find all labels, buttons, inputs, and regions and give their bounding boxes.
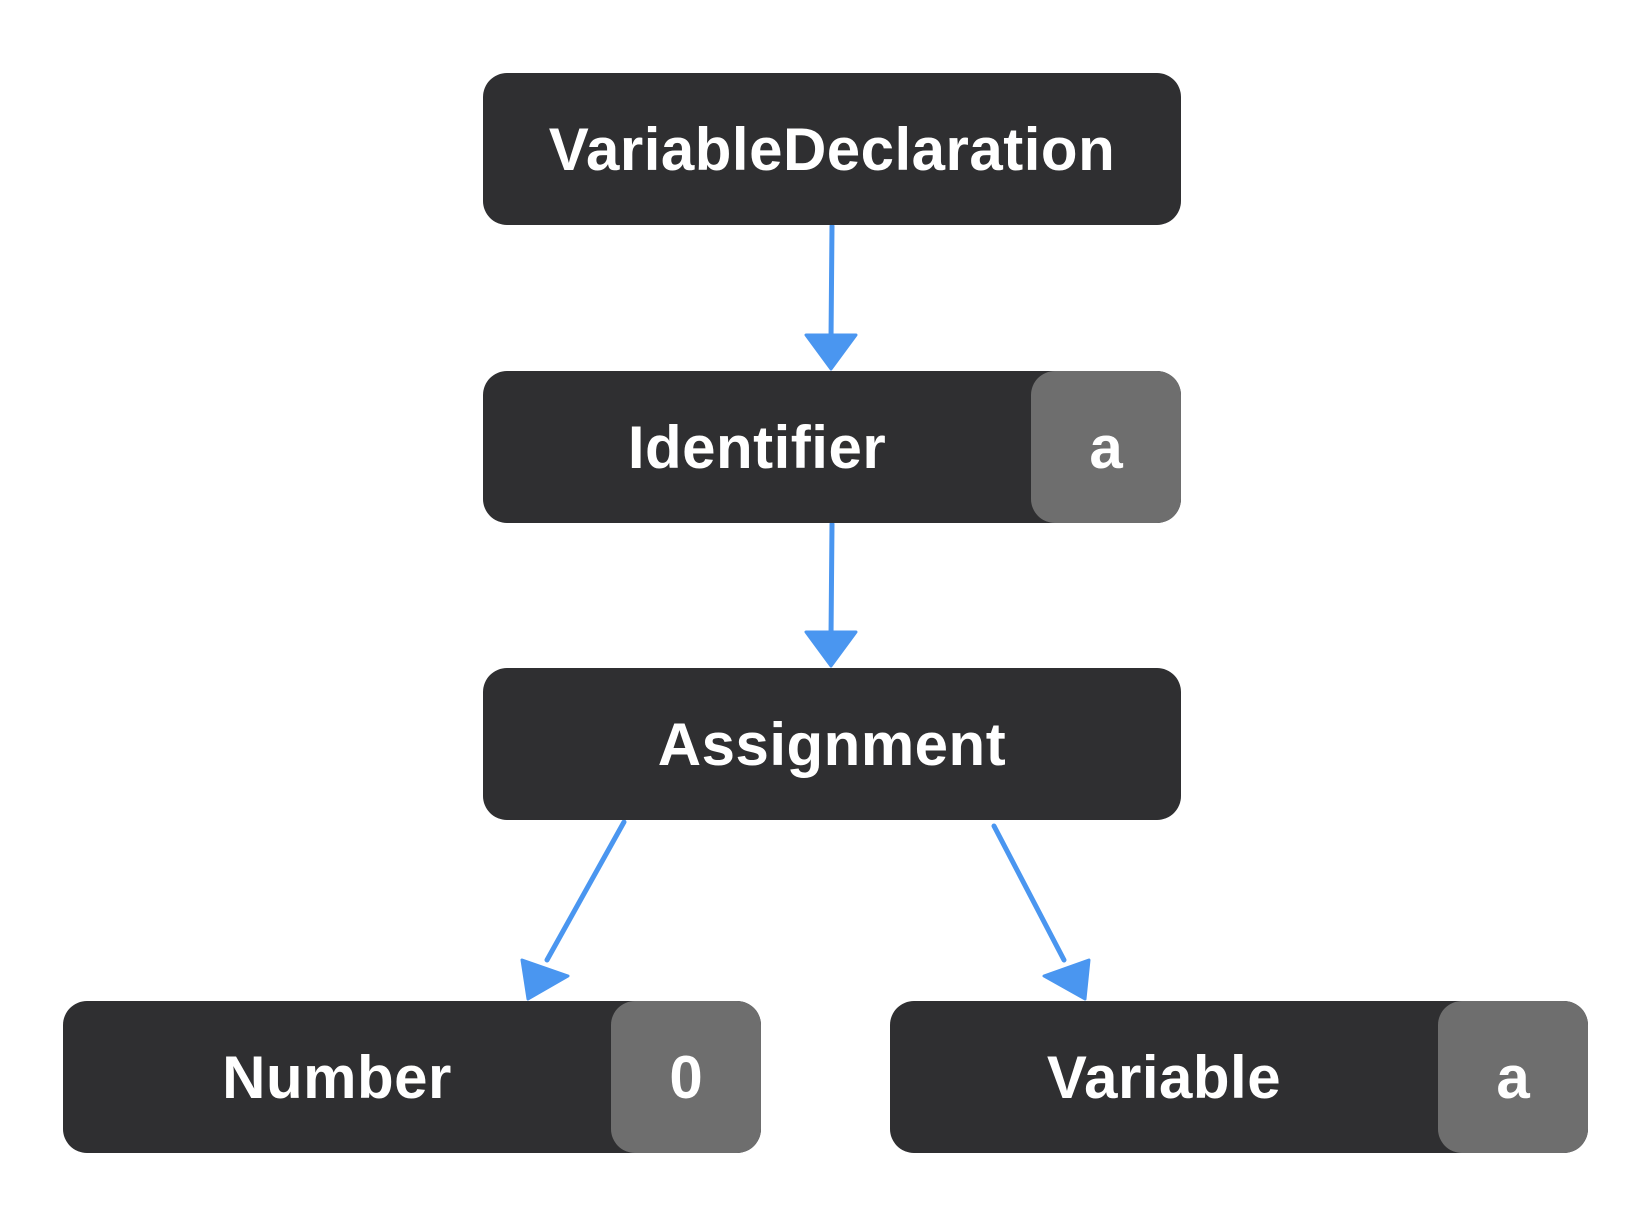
node-label: Identifier [627, 413, 887, 481]
node-value-badge: 0 [611, 1001, 761, 1153]
node-value-badge: a [1031, 371, 1181, 523]
node-variable: Variable a [890, 1001, 1588, 1153]
edge-root-to-identifier [804, 223, 858, 371]
node-label: Assignment [657, 710, 1007, 778]
node-value-badge: a [1438, 1001, 1588, 1153]
node-number: Number 0 [63, 1001, 761, 1153]
edge-assignment-to-number [520, 819, 627, 1001]
node-label: VariableDeclaration [548, 115, 1116, 183]
node-variable-declaration: VariableDeclaration [483, 73, 1181, 225]
node-assignment: Assignment [483, 668, 1181, 820]
edge-assignment-to-variable [991, 823, 1091, 1001]
node-label: Variable [1046, 1043, 1282, 1111]
node-identifier: Identifier a [483, 371, 1181, 523]
node-label: Number [222, 1043, 452, 1111]
edge-identifier-to-assignment [804, 521, 858, 668]
